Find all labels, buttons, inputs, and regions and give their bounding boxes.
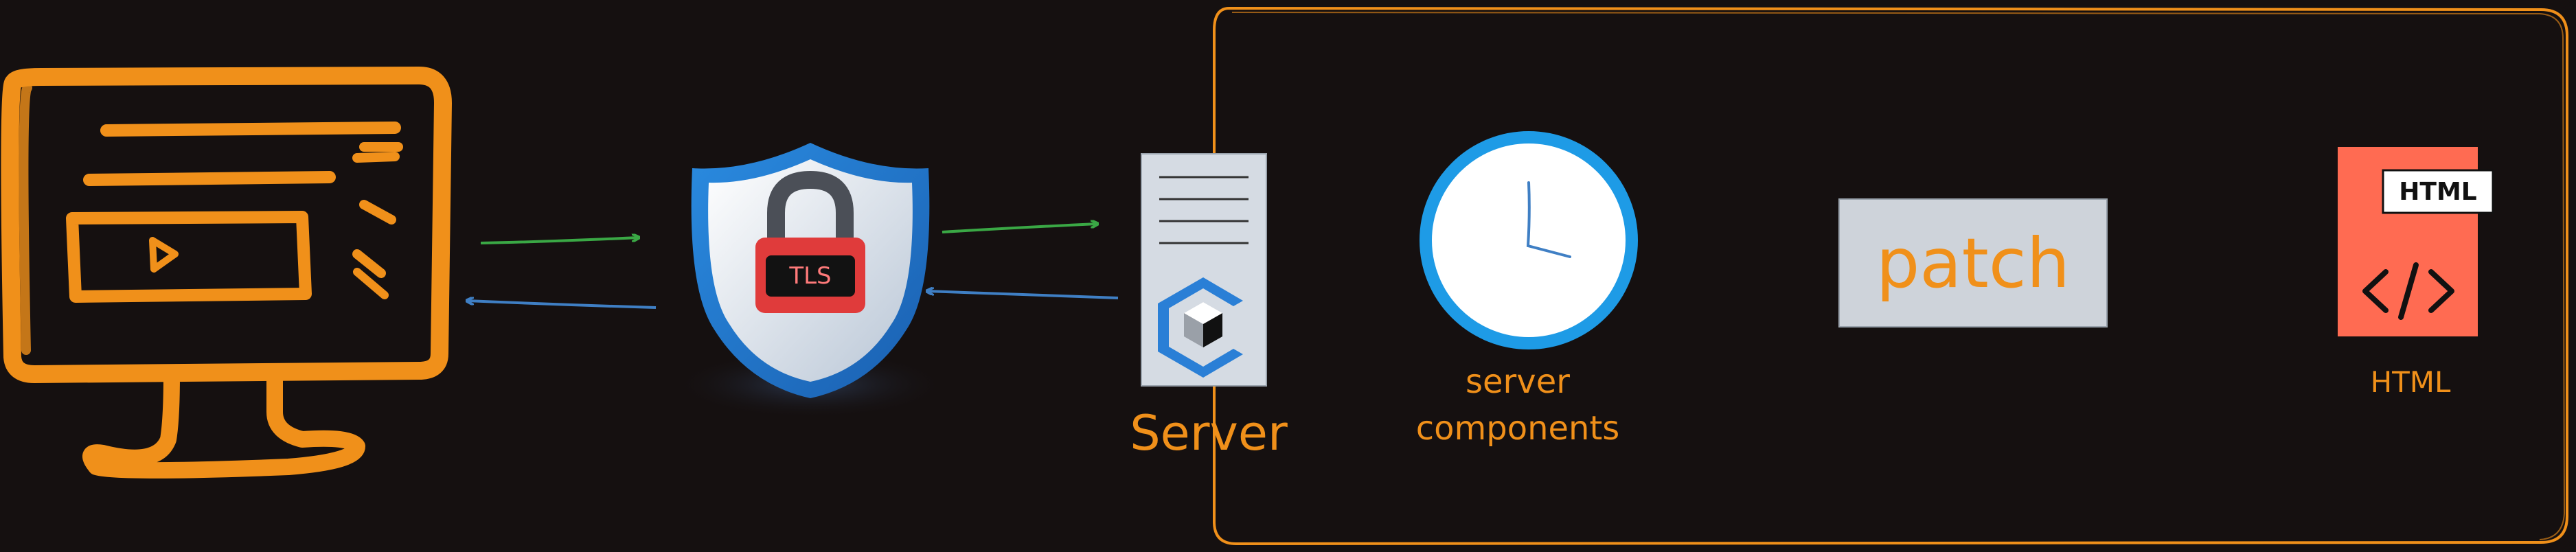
server-boundary-frame-stroke2	[1231, 12, 2566, 540]
html-tag-label: HTML	[2399, 177, 2477, 206]
server-document-icon	[1141, 153, 1267, 387]
request-arrow-client-to-tls	[480, 238, 639, 244]
monitor-sketch-icon	[1, 67, 452, 479]
server-boundary-frame	[1213, 6, 2568, 546]
server-label: Server	[1130, 405, 1288, 461]
patch-box	[1838, 198, 2108, 327]
request-arrow-tls-to-server	[942, 224, 1097, 233]
clock-icon	[1420, 131, 1638, 349]
tls-badge-label: TLS	[789, 262, 832, 290]
server-components-label: server components	[1367, 358, 1669, 452]
response-arrow-server-to-tls	[927, 291, 1119, 299]
html-label: HTML	[2370, 365, 2451, 399]
html-document-icon	[2338, 147, 2494, 336]
response-arrow-tls-to-client	[467, 301, 657, 309]
tls-shield-lock-icon	[673, 143, 948, 419]
server-components-label-line1: server	[1466, 363, 1570, 401]
patch-label: patch	[1876, 222, 2071, 303]
server-components-label-line2: components	[1415, 409, 1620, 448]
